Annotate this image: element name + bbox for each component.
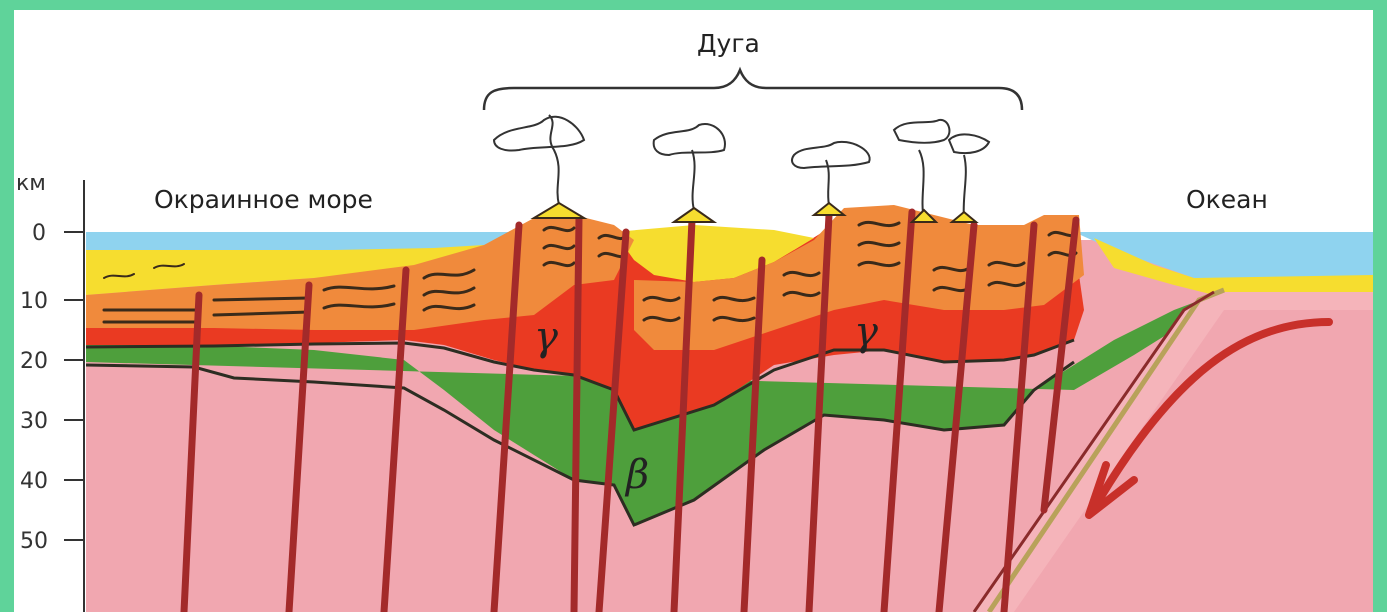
gamma-label-right: γ <box>854 309 878 355</box>
diagram-frame: γ γ β Дуга Окраинное море Океан км 0 10 … <box>14 10 1373 612</box>
volcano-plumes <box>494 115 989 220</box>
depth-tick-50: 50 <box>20 529 48 554</box>
depth-tick-30: 30 <box>20 409 48 434</box>
depth-tick-20: 20 <box>20 349 48 374</box>
arc-brace <box>484 70 1022 110</box>
island-arc-cross-section: γ γ β Дуга Окраинное море Океан км 0 10 … <box>14 10 1373 612</box>
depth-tick-0: 0 <box>32 221 46 246</box>
beta-label: β <box>624 452 649 498</box>
depth-tick-40: 40 <box>20 469 48 494</box>
arc-label: Дуга <box>697 29 760 58</box>
ocean-label: Океан <box>1186 185 1268 214</box>
depth-axis-ticks: 0 10 20 30 40 50 <box>20 221 84 554</box>
depth-axis-unit: км <box>16 171 46 196</box>
marginal-sea-label: Окраинное море <box>154 185 373 214</box>
depth-tick-10: 10 <box>20 289 48 314</box>
gamma-label-left: γ <box>534 314 558 360</box>
